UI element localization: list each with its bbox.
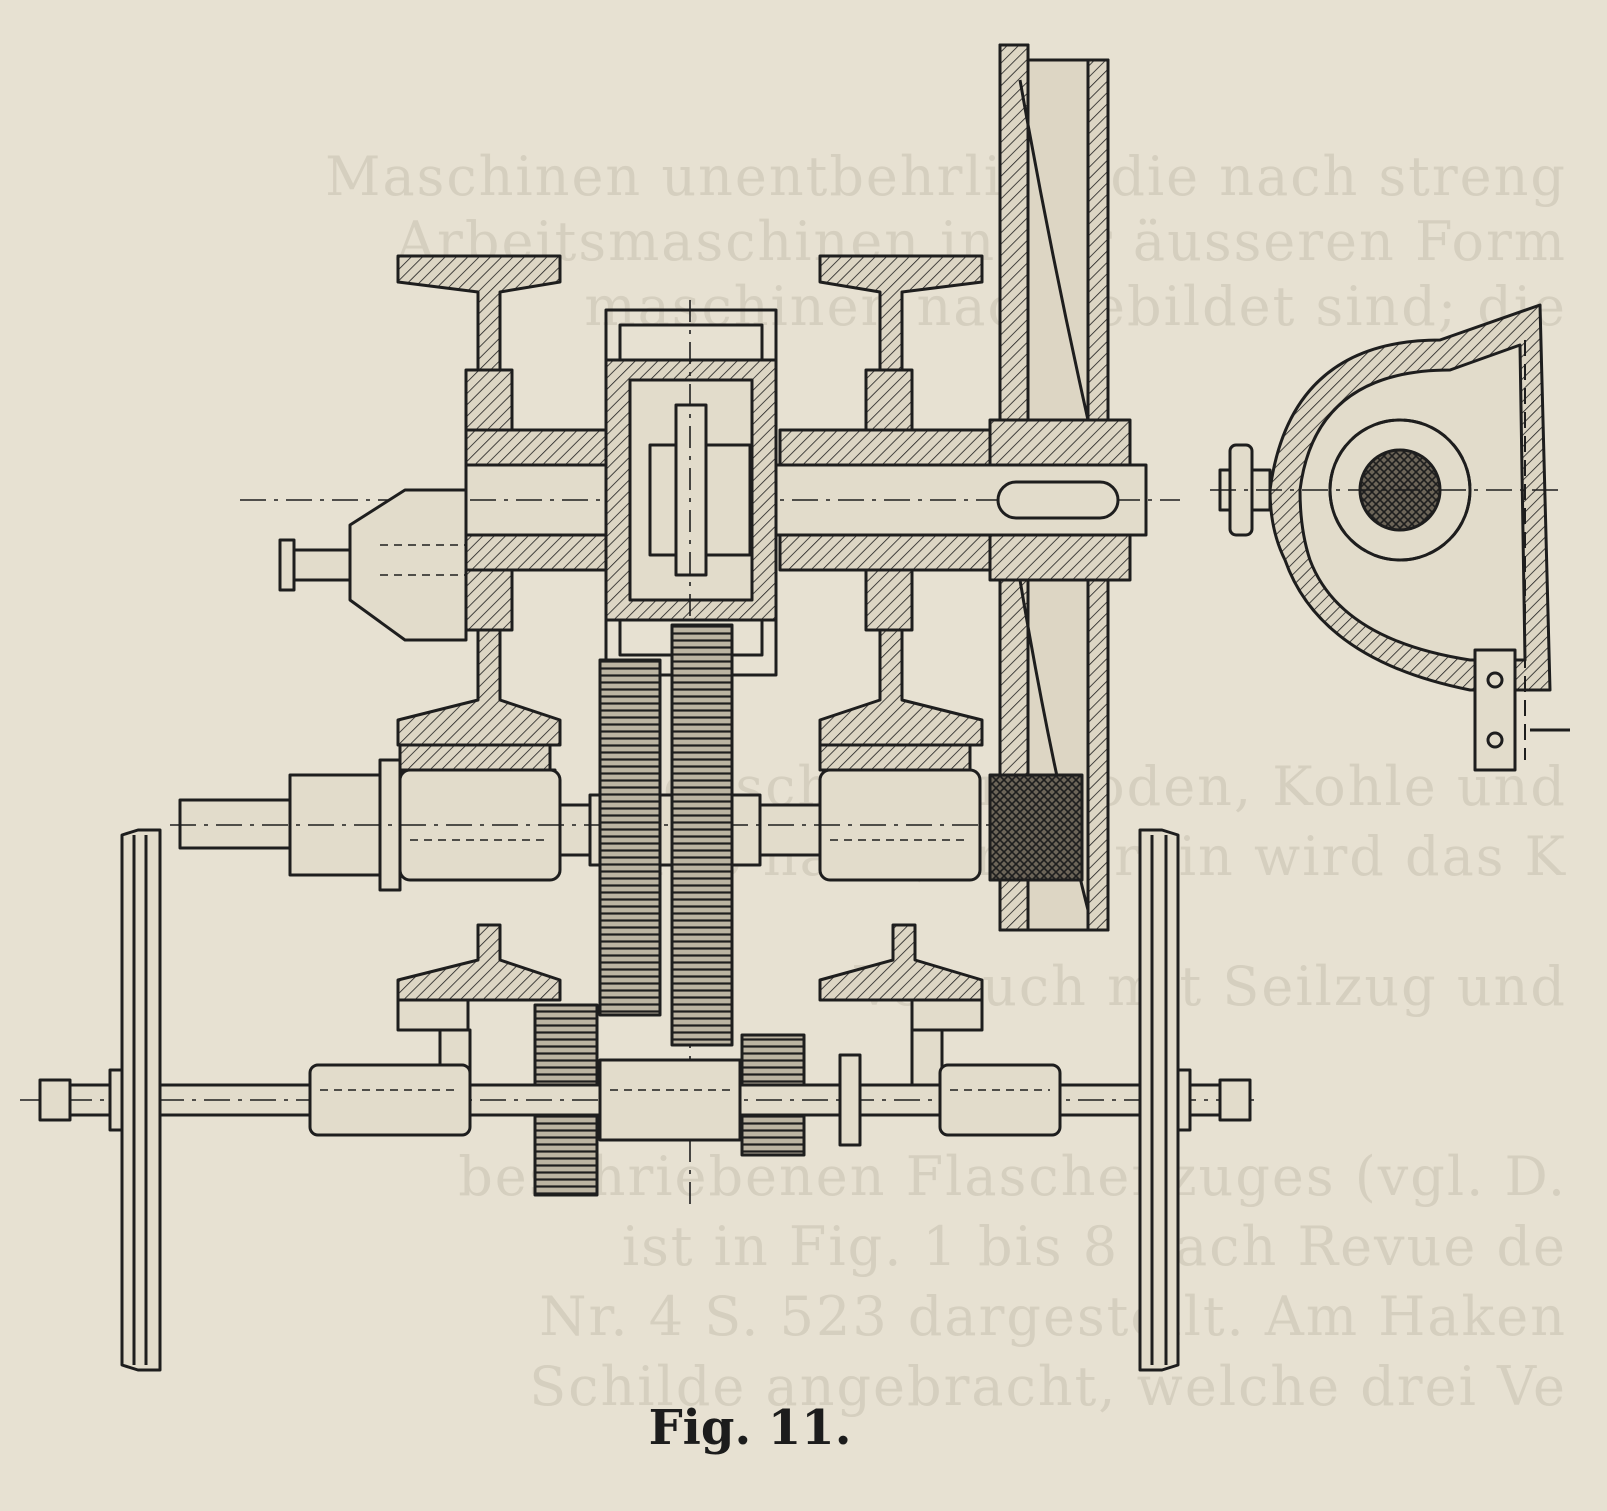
- pulley-right: [1138, 828, 1180, 1372]
- upper-bearing-right: [778, 254, 992, 747]
- pulley-left: [120, 828, 162, 1372]
- upper-bearing-left: [396, 254, 608, 747]
- lower-bearing-left: [396, 923, 562, 1092]
- lower-axle: [20, 1053, 1260, 1147]
- bearing-side-view: [1210, 303, 1570, 772]
- lower-bearing-right: [818, 923, 984, 1092]
- clutch-housing: [604, 300, 778, 1210]
- figure-caption: Fig. 11.: [648, 1400, 852, 1456]
- upper-shaft: [240, 463, 1180, 642]
- middle-shaft: [170, 743, 1000, 892]
- spur-gears: [533, 623, 806, 1197]
